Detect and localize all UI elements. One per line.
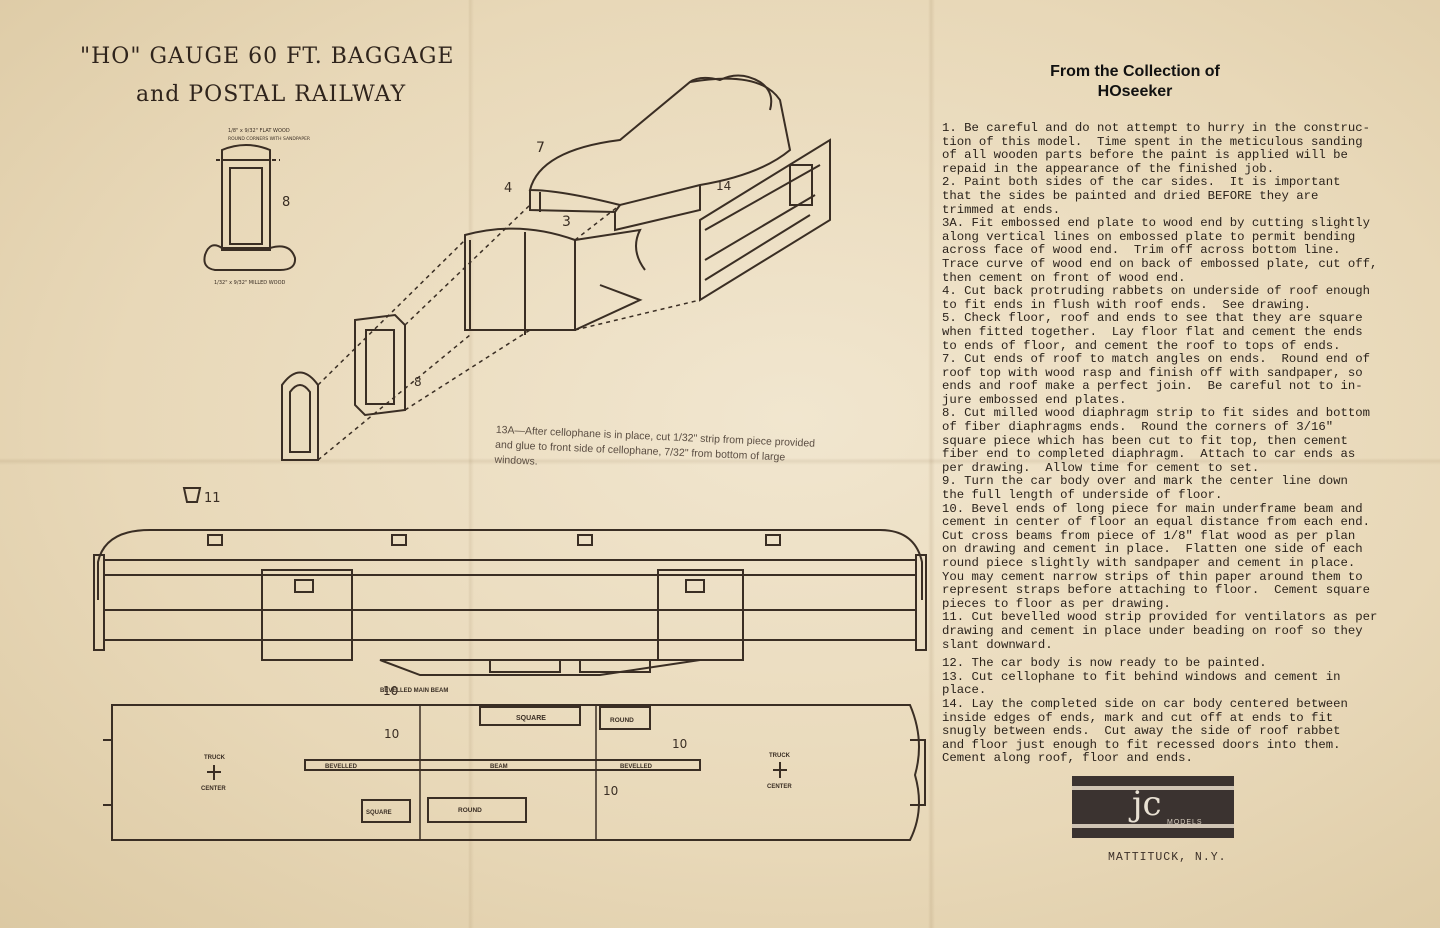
label-11: 11 <box>204 491 221 506</box>
label-beam: BEAM <box>490 764 508 770</box>
label-7: 7 <box>536 140 545 156</box>
instruction-step: 9. Turn the car body over and mark the c… <box>942 474 1348 503</box>
label-round-bottom: ROUND <box>458 807 482 814</box>
instruction-step: 14. Lay the completed side on car body c… <box>942 696 1348 766</box>
title-line-1: "HO" GAUGE 60 FT. BAGGAGE <box>80 44 455 69</box>
instruction-step: 5. Check floor, roof and ends to see tha… <box>942 311 1363 353</box>
car-side-panel <box>699 138 831 302</box>
label-10a: 10 <box>384 727 399 741</box>
label-round-corners: ROUND CORNERS WITH SANDPAPER <box>228 136 310 142</box>
jc-models-logo: jc MODELS <box>1072 776 1234 838</box>
label-bevelled-right: BEVELLED <box>620 764 653 770</box>
instruction-step: 3A. Fit embossed end plate to wood end b… <box>942 216 1378 285</box>
label-truck-left: TRUCK <box>204 755 226 761</box>
underside-plan <box>103 704 926 841</box>
instruction-step: 10. Bevel ends of long piece for main un… <box>942 501 1371 611</box>
label-8: 8 <box>282 195 290 210</box>
label-14: 14 <box>716 179 731 193</box>
manufacturer-location: MATTITUCK, N.Y. <box>1108 851 1227 864</box>
end-diaphragm-detail <box>203 144 297 271</box>
label-3: 3 <box>562 214 571 230</box>
embossed-end-plate <box>281 371 319 461</box>
instruction-step: 4. Cut back protruding rabbets on unders… <box>942 284 1371 312</box>
logo-sub: MODELS <box>1167 819 1203 826</box>
label-milled-wood: 1/32" x 9/32" MILLED WOOD <box>214 280 286 286</box>
label-8b: 8 <box>414 375 422 389</box>
exploded-guides <box>317 204 701 461</box>
label-4: 4 <box>504 181 512 196</box>
ventilator-icon <box>182 487 202 503</box>
label-round-top: ROUND <box>610 717 634 724</box>
floor-and-end <box>464 227 646 335</box>
label-bevelled-left: BEVELLED <box>325 764 358 770</box>
instruction-step: 12. The car body is now ready to be pain… <box>942 656 1267 671</box>
label-truck-right: TRUCK <box>769 753 791 759</box>
label-10d: 10 <box>383 684 398 698</box>
instruction-step: 2. Paint both sides of the car sides. It… <box>942 175 1341 217</box>
label-center-left: CENTER <box>201 786 226 792</box>
title-line-2: and POSTAL RAILWAY <box>136 82 407 107</box>
label-10c: 10 <box>603 784 618 798</box>
label-10b: 10 <box>672 737 687 751</box>
label-bevelled-main-beam: BEVELLED MAIN BEAM <box>380 688 448 694</box>
label-square-top: SQUARE <box>516 715 546 722</box>
instruction-step: 8. Cut milled wood diaphragm strip to fi… <box>942 406 1371 475</box>
collection-heading: From the Collection of HOseeker <box>1020 62 1250 102</box>
instruction-step: 13. Cut cellophane to fit behind windows… <box>942 669 1341 698</box>
label-flat-wood: 1/8" x 9/32" FLAT WOOD <box>228 128 290 134</box>
diaphragm-frame <box>354 313 406 417</box>
sheet-title: "HO" GAUGE 60 FT. BAGGAGE and POSTAL RAI… <box>80 38 500 114</box>
logo-stripe <box>1072 824 1234 828</box>
car-side-elevation <box>93 529 927 676</box>
collection-line-1: From the Collection of <box>1050 63 1220 80</box>
label-square-bottom: SQUARE <box>366 810 392 816</box>
logo-stripe <box>1072 786 1234 790</box>
label-center-right: CENTER <box>767 784 792 790</box>
instruction-step: 11. Cut bevelled wood strip provided for… <box>942 610 1378 652</box>
roof-section <box>528 74 792 232</box>
logo-mark: jc <box>1132 784 1162 824</box>
assembly-instructions: 1. Be careful and do not attempt to hurr… <box>942 121 1432 766</box>
collection-line-2: HOseeker <box>1097 83 1173 100</box>
assembly-drawings: 8 1/8" x 9/32" FLAT WOOD ROUND CORNERS W… <box>93 74 927 841</box>
instruction-step: 1. Be careful and do not attempt to hurr… <box>942 121 1371 176</box>
instruction-step: 7. Cut ends of roof to match angles on e… <box>942 352 1371 407</box>
